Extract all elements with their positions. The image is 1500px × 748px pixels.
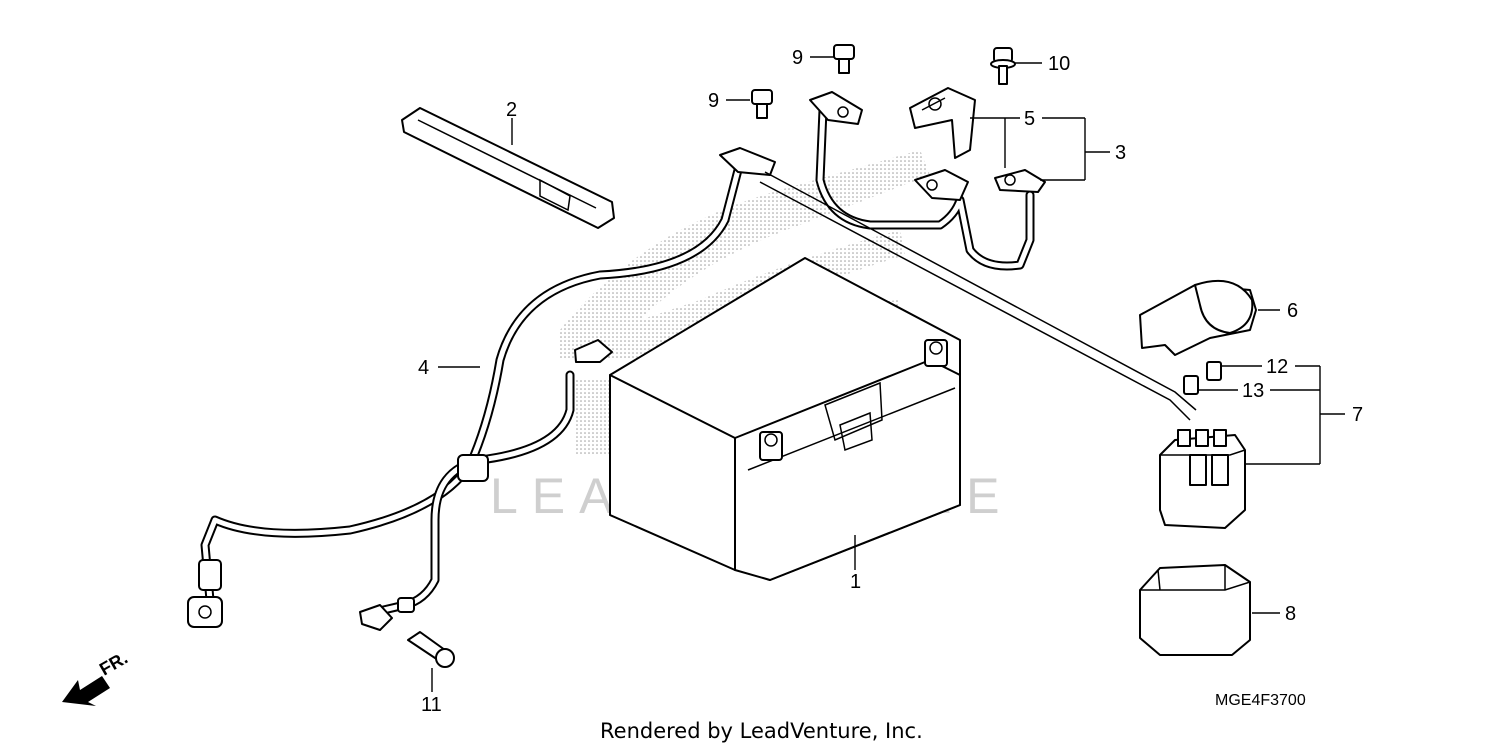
- diagram-code: MGE4F3700: [1215, 692, 1306, 709]
- callout-1: 1: [850, 571, 861, 593]
- fuse-part-13[interactable]: [1183, 375, 1199, 395]
- bolt-part-10[interactable]: [990, 47, 1016, 85]
- starter-relay-part[interactable]: [1159, 429, 1246, 529]
- callout-13: 13: [1242, 380, 1264, 402]
- callout-4: 4: [418, 357, 429, 379]
- callout-9a: 9: [708, 90, 719, 112]
- front-direction-label: FR.: [96, 648, 131, 680]
- relay-rubber-part[interactable]: [1139, 564, 1251, 656]
- leader-lines: [431, 56, 1345, 692]
- callout-8: 8: [1285, 603, 1296, 625]
- bolt-part-9a[interactable]: [751, 89, 773, 119]
- fuse-part-12[interactable]: [1206, 361, 1222, 381]
- terminal-cover-part[interactable]: [909, 87, 976, 159]
- callout-12: 12: [1266, 356, 1288, 378]
- front-direction-arrow-icon: [62, 676, 110, 706]
- callout-3: 3: [1115, 142, 1126, 164]
- callout-6: 6: [1287, 300, 1298, 322]
- relay-wire: [759, 171, 1197, 421]
- relay-cover-part[interactable]: [1139, 279, 1257, 356]
- callout-7: 7: [1352, 404, 1363, 426]
- callout-2: 2: [506, 99, 517, 121]
- battery-cable-part[interactable]: [187, 147, 776, 631]
- battery-strap-part[interactable]: [401, 107, 615, 229]
- callout-11: 11: [421, 694, 442, 716]
- callout-10: 10: [1048, 53, 1070, 75]
- callout-9b: 9: [792, 47, 803, 69]
- credit-text: Rendered by LeadVenture, Inc.: [600, 719, 923, 743]
- battery-part[interactable]: [609, 257, 961, 581]
- bolt-part-9b[interactable]: [833, 44, 855, 74]
- bolt-part-11[interactable]: [407, 631, 455, 668]
- callout-5: 5: [1024, 108, 1035, 130]
